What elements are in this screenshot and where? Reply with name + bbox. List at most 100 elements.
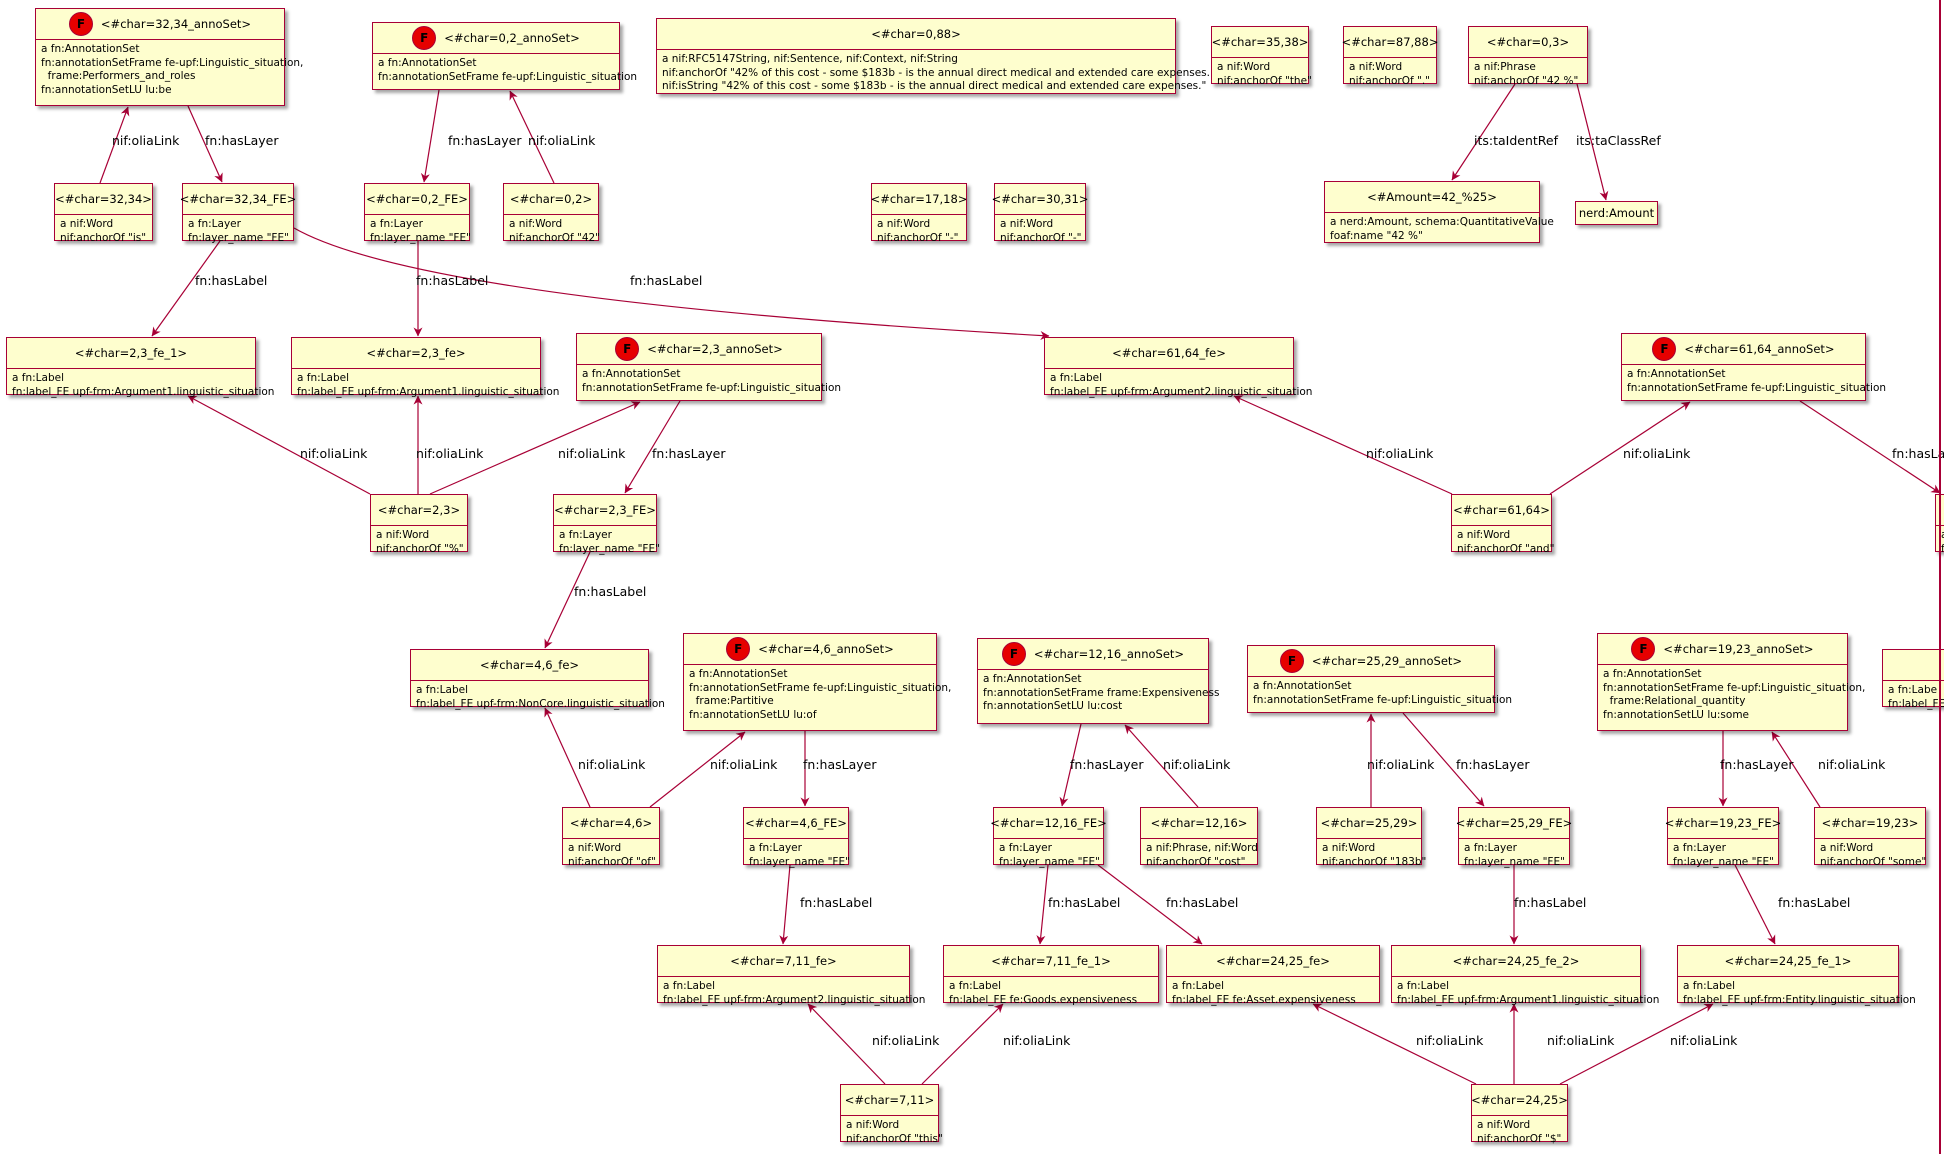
node-attribute-line: a fn:Label bbox=[663, 980, 715, 992]
node-attribute-line: a nif:Word bbox=[1349, 61, 1403, 73]
node-header: F<#char=61,64_annoSet> bbox=[1622, 334, 1865, 364]
node-annoSet-61-64[interactable]: F<#char=61,64_annoSet>a fn:AnnotationSet… bbox=[1621, 333, 1887, 401]
node-attribute-line: a fn:Label bbox=[1683, 980, 1735, 992]
node-attribute-line: a nif:Word bbox=[568, 842, 622, 854]
edge-label: nif:oliaLink bbox=[1366, 446, 1434, 461]
node-title: <#char=12,16_annoSet> bbox=[1033, 647, 1185, 661]
node-attribute-line: nif:anchorOf "183b" bbox=[1322, 855, 1427, 868]
edge-arrow bbox=[1097, 864, 1203, 945]
node-attribute-line: a fn:AnnotationSet bbox=[689, 668, 788, 680]
node-annoSet-32-34[interactable]: F<#char=32,34_annoSet>a fn:AnnotationSet… bbox=[35, 8, 303, 106]
node-title: <#char=7,11> bbox=[844, 1093, 935, 1107]
edge-label: fn:hasLayer bbox=[1892, 446, 1944, 461]
node-attribute-line: fn:label_FE upf-frm:Argument1.linguistic… bbox=[1397, 993, 1660, 1006]
node-attribute-line: a fn:Label bbox=[1050, 372, 1102, 384]
node-attribute-line: a fn:AnnotationSet bbox=[41, 43, 140, 55]
node-attribute-line: nif:anchorOf "this" bbox=[846, 1132, 943, 1145]
node-attribute-line: fn:label_FE upf-frm:Argument1.linguistic… bbox=[297, 385, 560, 398]
node-title: <#char=30,31> bbox=[991, 192, 1089, 206]
node-attribute-line: fn:label_FE upf-frm:Argument2.linguistic… bbox=[663, 993, 926, 1006]
node-attribute-line: nif:anchorOf "of" bbox=[568, 855, 656, 868]
node-header: <#char=2,3_fe_1> bbox=[7, 338, 255, 368]
node-header: <#char=4,6> bbox=[563, 808, 659, 838]
edge-arrow bbox=[624, 400, 681, 494]
node-title: <#char=12,16> bbox=[1150, 816, 1248, 830]
node-attribute-line: a fn:AnnotationSet bbox=[1627, 368, 1726, 380]
edge-arrow bbox=[1312, 1003, 1477, 1085]
edge-label: nif:oliaLink bbox=[578, 757, 646, 772]
node-attribute-line: a fn:AnnotationSet bbox=[1603, 668, 1702, 680]
node-nerd-amount[interactable]: nerd:Amount bbox=[1575, 201, 1658, 225]
edge-label: nif:oliaLink bbox=[1416, 1033, 1484, 1048]
node-annoSet-19-23[interactable]: F<#char=19,23_annoSet>a fn:AnnotationSet… bbox=[1597, 633, 1865, 731]
stereotype-circle-icon: F bbox=[1279, 649, 1304, 673]
node-attribute-line: fn:label_FE upf-frm:NonCore.linguistic_s… bbox=[416, 697, 665, 710]
stereotype-circle-icon: F bbox=[1652, 337, 1677, 361]
node-attribute-line: a nerd:Amount, schema:QuantitativeValue bbox=[1330, 216, 1554, 228]
node-attribute-line: fn:layer_name "FE" bbox=[749, 855, 850, 868]
node-title: <#char=4,6_annoSet> bbox=[758, 642, 894, 656]
node-char-0-88[interactable]: <#char=0,88>a nif:RFC5147String, nif:Sen… bbox=[656, 18, 1215, 94]
node-annoSet-12-16[interactable]: F<#char=12,16_annoSet>a fn:AnnotationSet… bbox=[977, 638, 1220, 724]
node-title: <#char=25,29> bbox=[1320, 816, 1418, 830]
edge-arrow bbox=[187, 105, 223, 183]
node-annoSet-25-29[interactable]: F<#char=25,29_annoSet>a fn:AnnotationSet… bbox=[1247, 645, 1512, 713]
node-attribute-line: nif:anchorOf "the" bbox=[1217, 74, 1312, 87]
edge-label: nif:oliaLink bbox=[1818, 757, 1886, 772]
node-attribute-line: fn:annotationSetFrame frame:Expensivenes… bbox=[983, 686, 1220, 699]
node-title: <#char=35,38> bbox=[1211, 35, 1309, 49]
node-attribute-line: fn:annotationSetLU lu:cost bbox=[983, 700, 1123, 712]
node-title: <#char=17,18> bbox=[870, 192, 968, 206]
node-attribute-line: fn:annotationSetFrame fe-upf:Linguistic_… bbox=[1627, 381, 1887, 394]
node-amount[interactable]: <#Amount=42_%25>a nerd:Amount, schema:Qu… bbox=[1324, 181, 1554, 243]
node-header: <#char=61,64_fe> bbox=[1045, 338, 1293, 368]
node-title: <#char=7,11_fe> bbox=[730, 954, 837, 968]
node-attribute-line: fn:annotationSetFrame fe-upf:Linguistic_… bbox=[689, 681, 952, 694]
